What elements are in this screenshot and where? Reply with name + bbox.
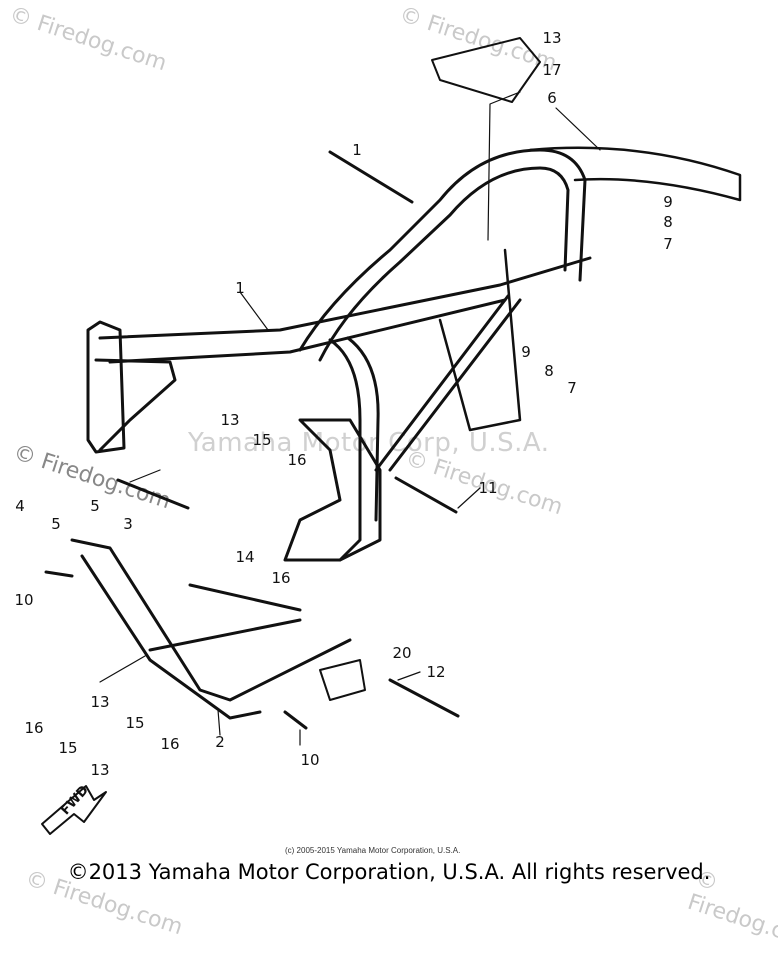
callout-5-washer: 5 (51, 515, 61, 533)
callout-3: 3 (123, 515, 133, 533)
fwd-arrow (41, 785, 107, 835)
callout-12: 12 (426, 663, 446, 681)
upper-loop (298, 148, 587, 352)
callout-17: 17 (542, 61, 562, 79)
callout-8-fender: 8 (663, 213, 673, 231)
bolt-3 (116, 478, 190, 510)
main-frame-backbone-lower (108, 298, 507, 364)
callout-16-middle: 16 (271, 569, 291, 587)
callout-20: 20 (392, 644, 412, 662)
callout-16-left: 16 (24, 719, 44, 737)
lower-cradle-cross (148, 618, 302, 652)
rear-down-tube (328, 338, 362, 562)
callout-6: 6 (547, 89, 557, 107)
callout-13-lower: 13 (90, 693, 110, 711)
frame-drawing (41, 37, 742, 835)
bolt-1 (328, 150, 414, 204)
lower-cradle-cross-2 (188, 583, 302, 612)
callout-15-lower: 15 (125, 714, 145, 732)
callout-1-bolt: 1 (352, 141, 362, 159)
bolt-10-left (44, 570, 74, 578)
seat-strut (388, 298, 522, 472)
callout-10-bottom: 10 (300, 751, 320, 769)
callout-16-lower: 16 (160, 735, 180, 753)
main-frame-backbone (98, 256, 592, 340)
callout-7-strut: 7 (567, 379, 577, 397)
callout-18: 13 (542, 29, 562, 47)
seat-strut-2 (374, 294, 510, 472)
copyright-line: ©2013 Yamaha Motor Corporation, U.S.A. A… (67, 860, 711, 884)
bolt-11 (394, 476, 458, 514)
callout-13-upper: 13 (220, 411, 240, 429)
rear-fender-lower (438, 248, 522, 432)
callout-1-frame: 1 (235, 279, 245, 297)
callout-7-fender: 7 (663, 235, 673, 253)
steering-head (86, 320, 126, 454)
seat-pad (431, 37, 541, 103)
callout-8-strut: 8 (544, 362, 554, 380)
front-gusset (94, 358, 177, 452)
engine-plate (283, 418, 382, 562)
callout-2: 2 (215, 733, 225, 751)
small-copyright: (c) 2005-2015 Yamaha Motor Corporation, … (285, 846, 461, 855)
callout-10-left: 10 (14, 591, 34, 609)
diagram-canvas: © Firedog.com © Firedog.com © Firedog.co… (6, 2, 778, 955)
callout-15-upper: 15 (252, 431, 272, 449)
bolt-12 (388, 678, 460, 718)
callout-9-strut: 9 (521, 343, 531, 361)
callout-9-fender: 9 (663, 193, 673, 211)
callout-15-left: 15 (58, 739, 78, 757)
callout-4: 4 (15, 497, 25, 515)
upper-loop-inner (318, 166, 570, 362)
bottom-bracket (319, 659, 366, 701)
callout-5-bolt: 5 (90, 497, 100, 515)
lower-cradle-2 (80, 554, 262, 720)
rear-down-tube-2 (346, 336, 380, 522)
bolt-10-bottom (283, 710, 308, 730)
callout-14: 14 (235, 548, 255, 566)
callout-16-upper: 16 (287, 451, 307, 469)
leader-lines (99, 91, 601, 746)
callout-13-left: 13 (90, 761, 110, 779)
lower-cradle (70, 538, 352, 702)
rear-fender (528, 146, 742, 202)
callout-11: 11 (478, 479, 498, 497)
